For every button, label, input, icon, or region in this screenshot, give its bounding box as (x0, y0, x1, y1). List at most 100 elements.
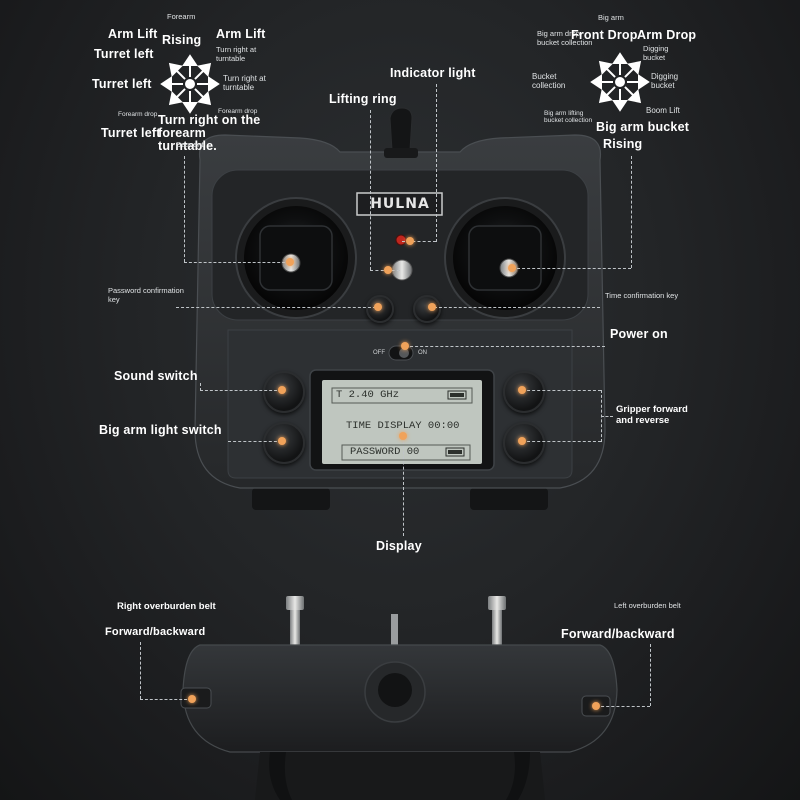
controller-front-shadow (255, 752, 545, 800)
lcd-battery-2-fill (448, 450, 462, 454)
label-turn-right-turntable-1: Turn right at turntable (216, 45, 257, 63)
label-front-drop: Front Drop (571, 28, 638, 42)
label-turret-left-2: Turret left (92, 77, 152, 91)
lifting-ring (389, 107, 413, 151)
marker-time (428, 303, 436, 311)
marker-power (401, 342, 409, 350)
center-pin (391, 614, 398, 646)
marker-left-overburden (592, 702, 600, 710)
lcd-screen (322, 380, 482, 464)
lcd-line-1: T 2.40 GHz (336, 389, 400, 401)
power-switch-knob (399, 348, 409, 358)
label-password-confirmation: Password confirmation key (108, 286, 184, 304)
label-forearm: Forearm (167, 12, 196, 21)
indicator-light (395, 234, 407, 246)
leader-left-stick-h (184, 262, 290, 263)
label-forward-backward-left: Forward/backward (105, 626, 206, 638)
front-center-ball[interactable] (378, 673, 412, 707)
label-display: Display (376, 539, 422, 553)
label-bucket-collection: Bucket collection (532, 72, 566, 91)
label-turn-right-turntable-2: Turn right at turntable (223, 74, 266, 93)
leader-password (176, 307, 376, 308)
label-right-overburden: Right overburden belt (117, 601, 216, 612)
label-rising-left: Rising (162, 33, 202, 47)
left-arrow-cluster-icon (160, 54, 220, 114)
leader-power (405, 346, 605, 347)
label-arm-lift-left: Arm Lift (108, 27, 158, 41)
label-turn-right-forearm: Turn right on the forearm turntable. (158, 113, 261, 154)
leader-right-stick (631, 156, 632, 268)
leader-indicator-light (436, 84, 437, 242)
right-post-cap (488, 596, 506, 610)
label-boom-lift: Boom Lift (646, 106, 680, 115)
marker-password (374, 303, 382, 311)
marker-left-stick (286, 258, 294, 266)
marker-sound (278, 386, 286, 394)
leader-left-overburden (650, 644, 651, 706)
label-left-overburden: Left overburden belt (614, 601, 681, 610)
right-gimbal-plate (468, 225, 542, 291)
leader-sound-v (200, 383, 201, 391)
label-lifting-ring: Lifting ring (329, 92, 397, 106)
lcd-line-2: TIME DISPLAY 00:00 (346, 420, 460, 432)
label-forward-backward-right: Forward/backward (561, 627, 675, 641)
label-indicator-light: Indicator light (390, 66, 476, 80)
right-post (492, 600, 502, 648)
leader-right-stick-h (512, 268, 631, 269)
left-handle (269, 752, 292, 800)
right-arrow-cluster-icon (590, 52, 650, 112)
marker-gripper-bottom (518, 437, 526, 445)
leader-right-overburden-h (140, 699, 192, 700)
lcd-battery-2 (445, 447, 465, 457)
label-turret-left-1: Turret left (94, 47, 154, 61)
leader-lifting-ring (370, 110, 371, 270)
leader-left-stick (184, 156, 185, 262)
label-big-arm-lifting: Big arm lifting bucket collection (544, 110, 593, 125)
leader-gripper-label (601, 416, 613, 417)
leader-big-arm-light (228, 441, 282, 442)
label-turret-left-3: Turret left (101, 126, 161, 140)
time-confirm-button[interactable] (413, 295, 441, 323)
leader-display (403, 436, 404, 536)
marker-display (399, 432, 407, 440)
controller-foot-left (252, 488, 330, 510)
power-off-label: OFF (373, 350, 385, 356)
lcd-battery-1 (447, 390, 467, 400)
lifting-ring-base (384, 148, 418, 158)
label-digging-bucket-small: Digging bucket (643, 44, 669, 62)
controller-foot-right (470, 488, 548, 510)
leader-right-overburden (140, 642, 141, 699)
label-big-arm-drop-bucket: Big arm drop bucket collection (537, 29, 593, 47)
label-power-on: Power on (610, 327, 668, 341)
label-big-arm-bucket: Big arm bucket (596, 120, 690, 134)
label-forearm-drop-left: Forearm drop (118, 111, 158, 118)
label-arm-drop: Arm Drop (637, 28, 697, 42)
label-forearm-drop-right: Forearm drop (218, 108, 258, 115)
leader-left-overburden-h (596, 706, 650, 707)
label-rising-right: Rising (603, 137, 643, 151)
leader-gripper-bottom (522, 441, 601, 442)
label-descent: Descent (176, 140, 204, 149)
label-time-confirmation: Time confirmation key (605, 291, 679, 300)
brand-plate (356, 192, 443, 216)
label-big-arm-light: Big arm light switch (99, 423, 222, 437)
label-digging-bucket: Digging bucket (651, 72, 679, 91)
label-gripper: Gripper forward and reverse (616, 404, 688, 426)
lcd-bottom-bar (341, 444, 471, 461)
leader-sound (200, 390, 282, 391)
leader-gripper-top (522, 390, 601, 391)
leader-indicator-light-h (402, 241, 436, 242)
right-handle (506, 752, 530, 800)
lcd-battery-1-fill (450, 393, 464, 397)
marker-right-overburden (188, 695, 196, 703)
brand-logo: HULNA (370, 196, 430, 212)
marker-lifting-ring (384, 266, 392, 274)
marker-big-arm-light (278, 437, 286, 445)
lcd-line-3: PASSWORD 00 (350, 446, 420, 458)
left-overburden-dial[interactable] (180, 687, 212, 709)
leader-time (434, 307, 600, 308)
marker-indicator-light (406, 237, 414, 245)
lcd-top-bar (331, 387, 473, 404)
left-post-cap (286, 596, 304, 610)
